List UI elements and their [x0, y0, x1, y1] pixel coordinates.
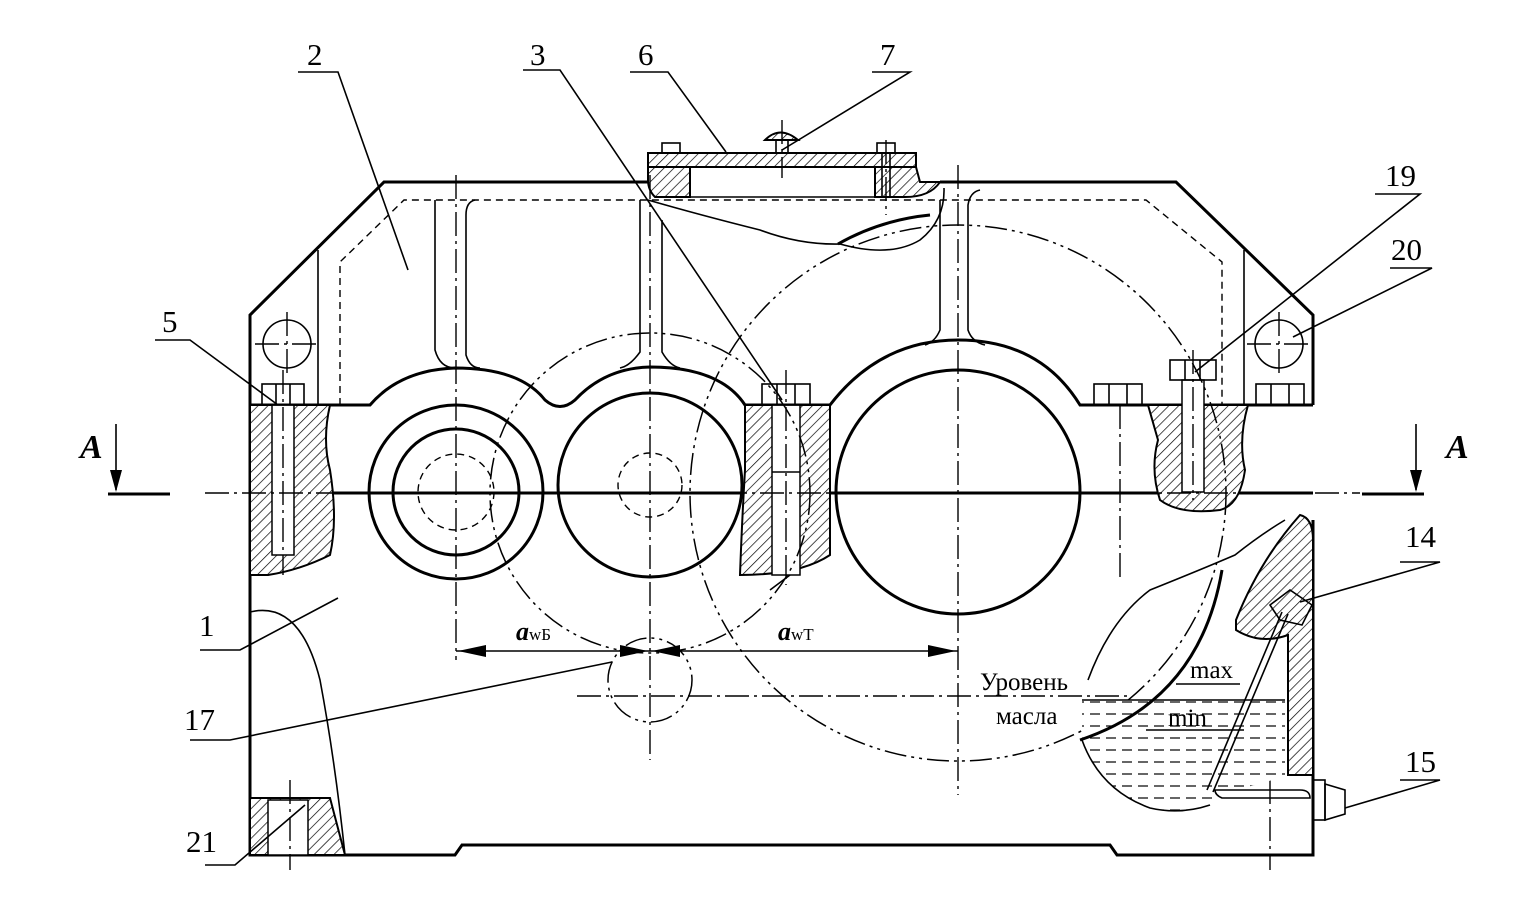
oil-level-labels: Уровень масла max min — [980, 657, 1234, 732]
callout-3: 3 — [530, 37, 546, 72]
callout-14: 14 — [1405, 519, 1437, 554]
dim-slow-stage: awБ — [516, 617, 551, 646]
inspection-cover — [647, 120, 942, 215]
callout-19: 19 — [1385, 158, 1416, 193]
callouts: 1 2 3 5 6 7 14 15 17 19 20 21 — [162, 37, 1437, 859]
section-label-right: A — [1444, 429, 1469, 466]
oil-level-min: min — [1168, 705, 1207, 732]
callout-21: 21 — [186, 824, 217, 859]
middle-flange-bolt — [738, 370, 831, 585]
callout-5: 5 — [162, 304, 178, 339]
oil-level-max: max — [1190, 657, 1234, 684]
dimension-labels: awБ awT — [516, 617, 814, 646]
callout-20: 20 — [1391, 232, 1422, 267]
left-flange-bolt — [249, 370, 335, 576]
dim-fast-stage: awT — [778, 617, 814, 646]
pitch-circles — [489, 224, 1227, 762]
cover-bolts — [1093, 383, 1305, 406]
oil-level-label-2: масла — [996, 703, 1057, 730]
right-flange-bolt — [1146, 350, 1250, 513]
oil-level-label-1: Уровень — [980, 669, 1068, 696]
housing-cover — [248, 180, 1315, 408]
callout-15: 15 — [1405, 744, 1436, 779]
center-distance-dimensions — [456, 645, 958, 657]
callout-1: 1 — [199, 608, 215, 643]
oil-sump-cutaway — [1079, 513, 1314, 812]
leader-lines — [155, 69, 1441, 866]
section-mark-left: A — [78, 424, 170, 496]
callout-17: 17 — [184, 702, 215, 737]
callout-7: 7 — [880, 37, 896, 72]
section-mark-right: A — [1362, 424, 1469, 496]
section-label-left: A — [78, 429, 103, 466]
callout-2: 2 — [307, 37, 323, 72]
callout-6: 6 — [638, 37, 654, 72]
